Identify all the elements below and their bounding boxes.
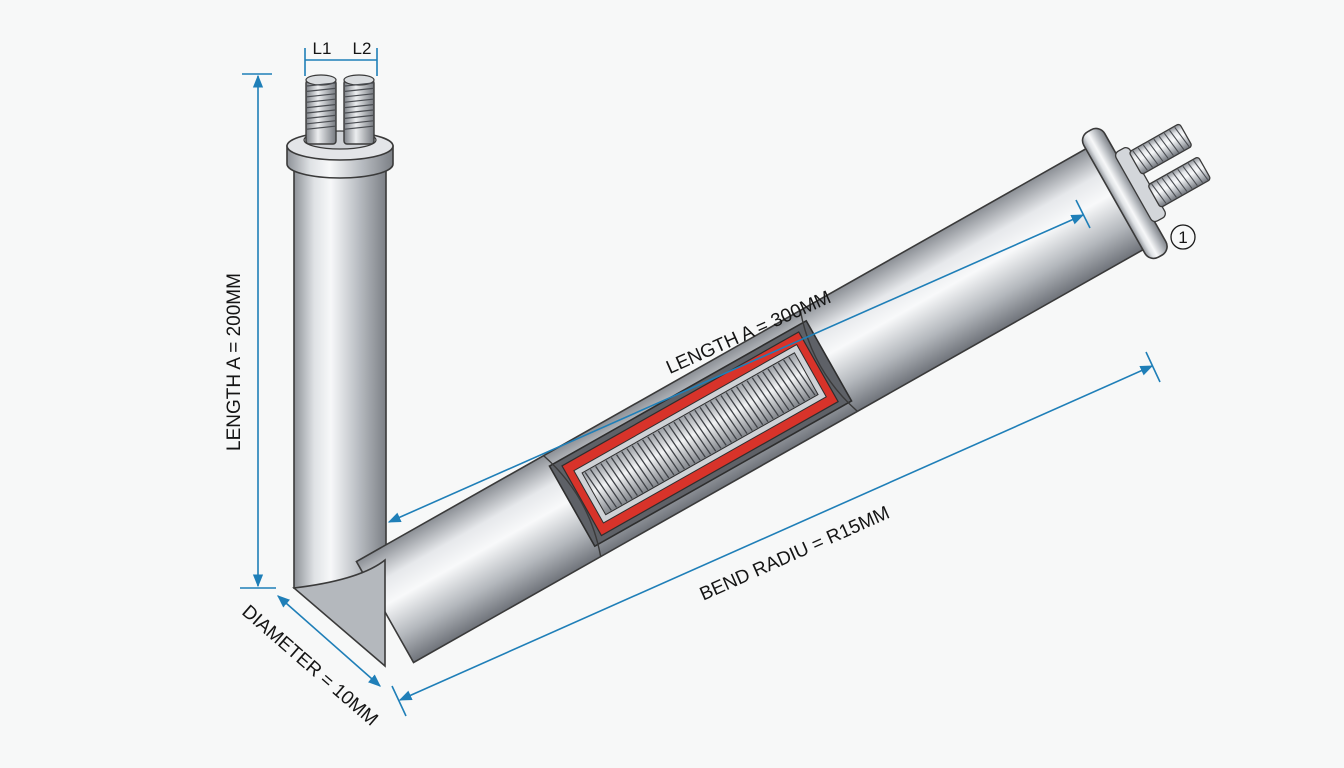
thread-line [1187,162,1204,184]
terminal-label-l1: L1 [313,39,332,58]
thread-line [1161,177,1177,198]
thread-line [1174,126,1190,148]
thread-line [306,109,336,114]
thread-line [306,98,336,103]
thread-line [344,104,374,109]
thread-line [344,109,374,114]
thread-line [344,114,374,119]
thread-line [1153,138,1169,159]
thread-line [1177,168,1193,189]
thread-line [1192,160,1209,181]
thread-line [306,93,336,98]
vertical-tube [286,130,394,589]
thread-line [344,125,374,130]
thread-line [1158,135,1174,156]
bend-radius-label: BEND RADIU = R15MM [697,503,893,606]
bend-radius-dimension-line [398,365,1154,701]
thread-line [1156,180,1172,201]
thread-line [344,87,374,92]
callout-marker: 1 [1170,224,1196,250]
thread-line [344,93,374,98]
vertical-tube-body [293,167,387,589]
terminal-label-l2: L2 [353,39,372,58]
thread-line [1182,165,1198,187]
end-terminal-lower [1148,156,1211,208]
thread-line [1132,150,1148,171]
thread-line [1163,132,1180,153]
thread-line [1142,144,1159,165]
thread-line [1148,141,1164,162]
callout-marker-text: 1 [1178,228,1187,247]
terminal-l2 [343,74,375,145]
vertical-length-label: LENGTH A = 200MM [224,273,245,451]
thread-line [344,98,374,103]
horizontal-tube [355,123,1211,664]
thread-line [344,82,374,87]
thread-line [1137,147,1154,168]
diameter-dimension-line [277,595,381,687]
thread-line [306,82,336,87]
thread-line [306,104,336,109]
thread-line [1169,129,1185,150]
thread-line [344,120,374,125]
end-terminal-upper [1129,123,1192,175]
thread-line [306,87,336,92]
thread-line [306,120,336,125]
thread-line [306,114,336,119]
terminal-l1 [305,74,337,145]
thread-line [1172,171,1188,192]
thread-line [1151,183,1167,204]
thread-line [1166,174,1183,195]
thread-line [306,125,336,130]
